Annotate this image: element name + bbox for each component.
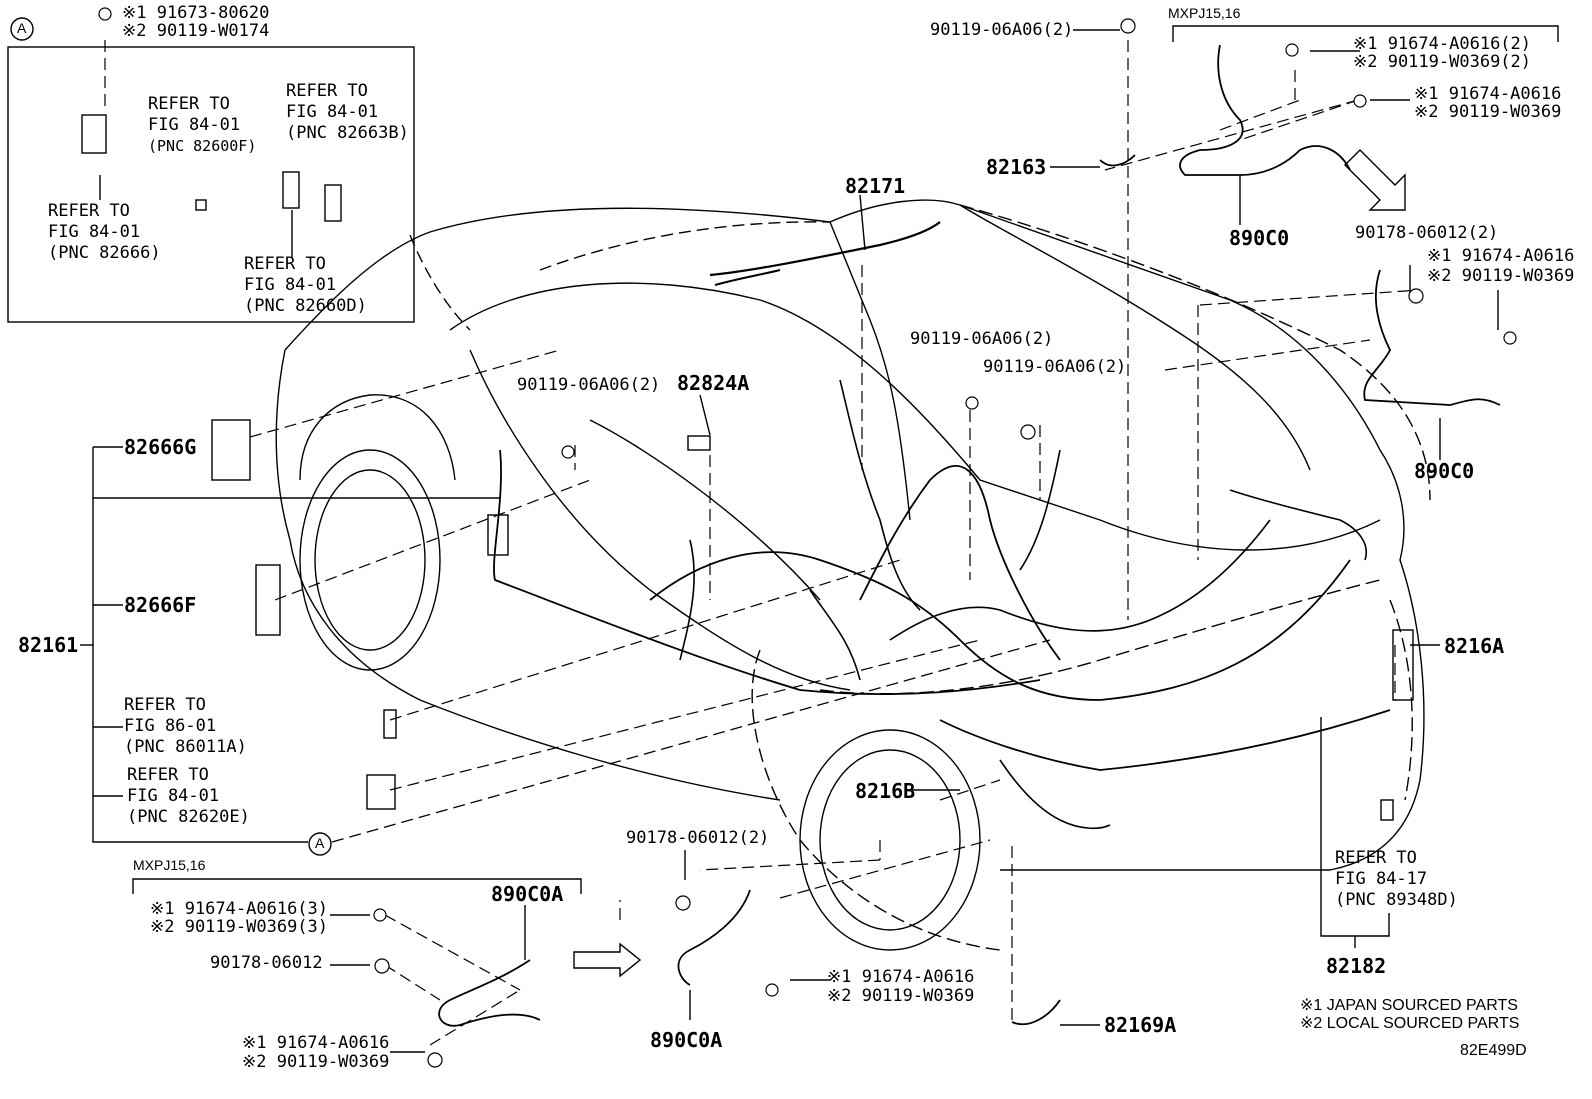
arrow-down-right xyxy=(1344,149,1406,211)
fastener-label: ※2 90119-W0369 xyxy=(1414,102,1562,122)
fastener-label: ※1 91674-A0616(3) xyxy=(150,899,329,919)
part-label: 82161 xyxy=(18,633,79,657)
part-label: 82171 xyxy=(845,174,906,198)
ref-82660D: REFER TO FIG 84-01 (PNC 82660D) xyxy=(244,254,367,316)
clip-89348D xyxy=(1380,799,1394,821)
fastener-label: 90119-06A06(2) xyxy=(983,357,1127,377)
group-label: MXPJ15,16 xyxy=(1168,5,1241,21)
part-label: 82163 xyxy=(986,155,1047,179)
callout-letter-a: A xyxy=(315,835,325,851)
connector-82824A xyxy=(687,435,711,451)
fastener-label: 90178-06012 xyxy=(210,953,323,973)
part-label: 82666G xyxy=(124,435,197,459)
fastener-label: 90119-06A06(2) xyxy=(910,329,1054,349)
fastener-label: ※1 91674-A0616 xyxy=(1427,246,1575,266)
ref-82600F: REFER TO FIG 84-01 (PNC 82600F) xyxy=(148,94,257,155)
part-label: 82169A xyxy=(1104,1013,1177,1037)
callout-letter-a: A xyxy=(17,20,27,36)
bracket-82666F xyxy=(255,564,281,636)
rear-wheel-right xyxy=(799,729,981,951)
bolt-icon xyxy=(427,1052,443,1068)
clip-86011A xyxy=(383,709,397,739)
grommet-icon xyxy=(1020,424,1036,440)
bolt-icon xyxy=(765,983,779,997)
bracket-top-right xyxy=(1172,25,1559,42)
bracket-82620E xyxy=(366,774,396,810)
fastener-label: 90178-06012(2) xyxy=(1355,223,1499,243)
connector-82660D xyxy=(282,171,300,209)
fastener-label: ※2 90119-W0369 xyxy=(1427,266,1575,286)
fastener-label: ※1 91673-80620 xyxy=(122,3,270,23)
fastener-label: 90119-06A06(2) xyxy=(517,375,661,395)
ref-89348D: REFER TO FIG 84-17 (PNC 89348D) xyxy=(1335,848,1458,910)
fastener-label: ※1 91674-A0616 xyxy=(1414,84,1562,104)
part-label: 82182 xyxy=(1326,954,1387,978)
grommet-icon xyxy=(675,895,691,911)
callout-circle-top xyxy=(10,17,34,41)
bolt-icon xyxy=(561,445,575,459)
bolt-icon xyxy=(965,396,979,410)
part-label: 890C0A xyxy=(650,1028,723,1052)
fastener-label: ※1 91674-A0616(2) xyxy=(1353,34,1532,54)
fastener-label: ※2 90119-W0174 xyxy=(122,21,270,41)
part-label: 890C0 xyxy=(1414,459,1475,483)
ref-82666: REFER TO FIG 84-01 (PNC 82666) xyxy=(48,201,161,263)
ref-82620E: REFER TO FIG 84-01 (PNC 82620E) xyxy=(127,765,250,827)
bracket-82161 xyxy=(92,447,308,843)
part-label: 890C0 xyxy=(1229,226,1290,250)
connector-82666 xyxy=(81,114,107,154)
clip-82600F xyxy=(195,199,207,211)
fastener-label: ※2 90119-W0369 xyxy=(827,986,975,1006)
junction-left xyxy=(487,514,509,556)
bracket-82666G xyxy=(211,419,251,481)
grommet-icon xyxy=(374,958,390,974)
fastener-label: ※1 91674-A0616 xyxy=(242,1033,390,1053)
connector-8216A xyxy=(1392,629,1414,701)
bolt-icon xyxy=(1503,331,1517,345)
bolt-icon xyxy=(1285,43,1299,57)
bolt-icon xyxy=(373,908,387,922)
bolt-icon xyxy=(1353,94,1367,108)
fastener-label: ※2 90119-W0369(3) xyxy=(150,917,329,937)
part-label: 8216B xyxy=(855,779,916,803)
bolt-icon xyxy=(98,7,112,21)
ref-82663B: REFER TO FIG 84-01 (PNC 82663B) xyxy=(286,81,409,143)
grommet-icon xyxy=(1408,288,1424,304)
fastener-label: 90119-06A06(2) xyxy=(930,20,1074,40)
callout-circle-bottom xyxy=(308,832,332,856)
inset-box xyxy=(7,46,415,323)
part-label: 82666F xyxy=(124,593,197,617)
fastener-label: 90178-06012(2) xyxy=(626,828,770,848)
rear-wheel-left xyxy=(299,449,441,671)
bracket-bottom-left xyxy=(132,878,582,894)
bolt-icon xyxy=(1120,18,1136,34)
part-label: 82824A xyxy=(677,371,750,395)
arrow-right xyxy=(573,942,642,978)
fastener-label: ※2 90119-W0369(2) xyxy=(1353,52,1532,72)
connector-82663B xyxy=(324,184,342,222)
part-label: 890C0A xyxy=(491,882,564,906)
legend-line: ※2 LOCAL SOURCED PARTS xyxy=(1300,1015,1520,1032)
legend-line: ※1 JAPAN SOURCED PARTS xyxy=(1300,997,1518,1014)
fastener-label: ※2 90119-W0369 xyxy=(242,1052,390,1072)
ref-86011A: REFER TO FIG 86-01 (PNC 86011A) xyxy=(124,695,247,757)
group-label: MXPJ15,16 xyxy=(133,857,206,873)
part-label: 8216A xyxy=(1444,634,1505,658)
fastener-label: ※1 91674-A0616 xyxy=(827,967,975,987)
diagram-code: 82E499D xyxy=(1460,1042,1527,1059)
